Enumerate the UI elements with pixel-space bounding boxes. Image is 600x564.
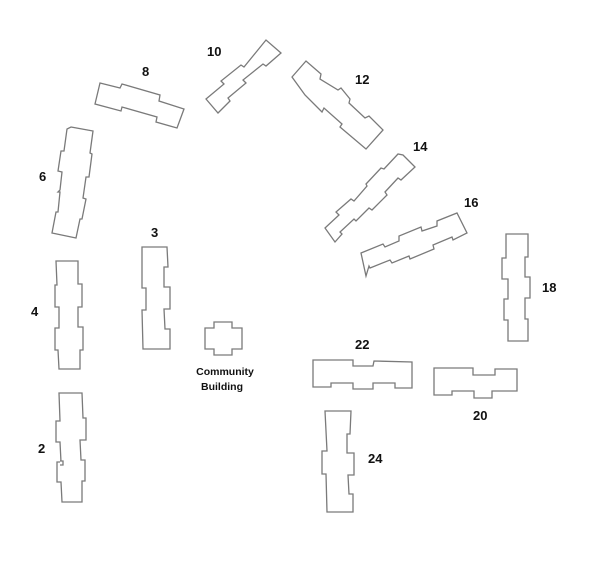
building-18-outline[interactable] <box>501 233 531 342</box>
building-12[interactable] <box>291 60 384 150</box>
building-20-outline[interactable] <box>433 367 518 399</box>
building-22-outline[interactable] <box>312 359 413 390</box>
building-4[interactable] <box>54 260 84 370</box>
building-label-6: 6 <box>39 169 46 184</box>
community-building-label-line1: Community <box>196 366 254 378</box>
building-6-outline[interactable] <box>51 126 94 239</box>
building-4-outline[interactable] <box>54 260 84 370</box>
building-label-14: 14 <box>413 139 428 154</box>
building-8-outline[interactable] <box>94 82 185 129</box>
building-label-18: 18 <box>542 280 556 295</box>
building-18[interactable] <box>501 233 531 342</box>
building-16-outline[interactable] <box>360 212 468 279</box>
building-3[interactable] <box>141 246 171 350</box>
building-24-outline[interactable] <box>321 410 355 513</box>
building-label-16: 16 <box>464 195 478 210</box>
building-label-22: 22 <box>355 337 369 352</box>
building-12-outline[interactable] <box>291 60 384 150</box>
building-10-outline[interactable] <box>205 39 282 114</box>
building-20[interactable] <box>433 367 518 399</box>
building-8[interactable] <box>94 82 185 129</box>
building-22[interactable] <box>312 359 413 390</box>
building-24[interactable] <box>321 410 355 513</box>
building-14-outline[interactable] <box>324 153 416 244</box>
building-label-20: 20 <box>473 408 487 423</box>
building-2-outline[interactable] <box>55 392 87 503</box>
community-building-label-line2: Building <box>201 381 243 393</box>
community-building[interactable] <box>204 321 243 356</box>
building-label-2: 2 <box>38 441 45 456</box>
building-6[interactable] <box>51 126 94 239</box>
building-14[interactable] <box>324 153 416 244</box>
building-16[interactable] <box>360 212 468 279</box>
building-label-3: 3 <box>151 225 158 240</box>
building-label-12: 12 <box>355 72 369 87</box>
building-label-24: 24 <box>368 451 383 466</box>
building-3-outline[interactable] <box>141 246 171 350</box>
building-10[interactable] <box>205 39 282 114</box>
building-2-notch <box>60 460 64 466</box>
building-2[interactable] <box>55 392 87 503</box>
building-label-8: 8 <box>142 64 149 79</box>
building-label-10: 10 <box>207 44 221 59</box>
community-building-outline[interactable] <box>204 321 243 356</box>
building-label-4: 4 <box>31 304 39 319</box>
